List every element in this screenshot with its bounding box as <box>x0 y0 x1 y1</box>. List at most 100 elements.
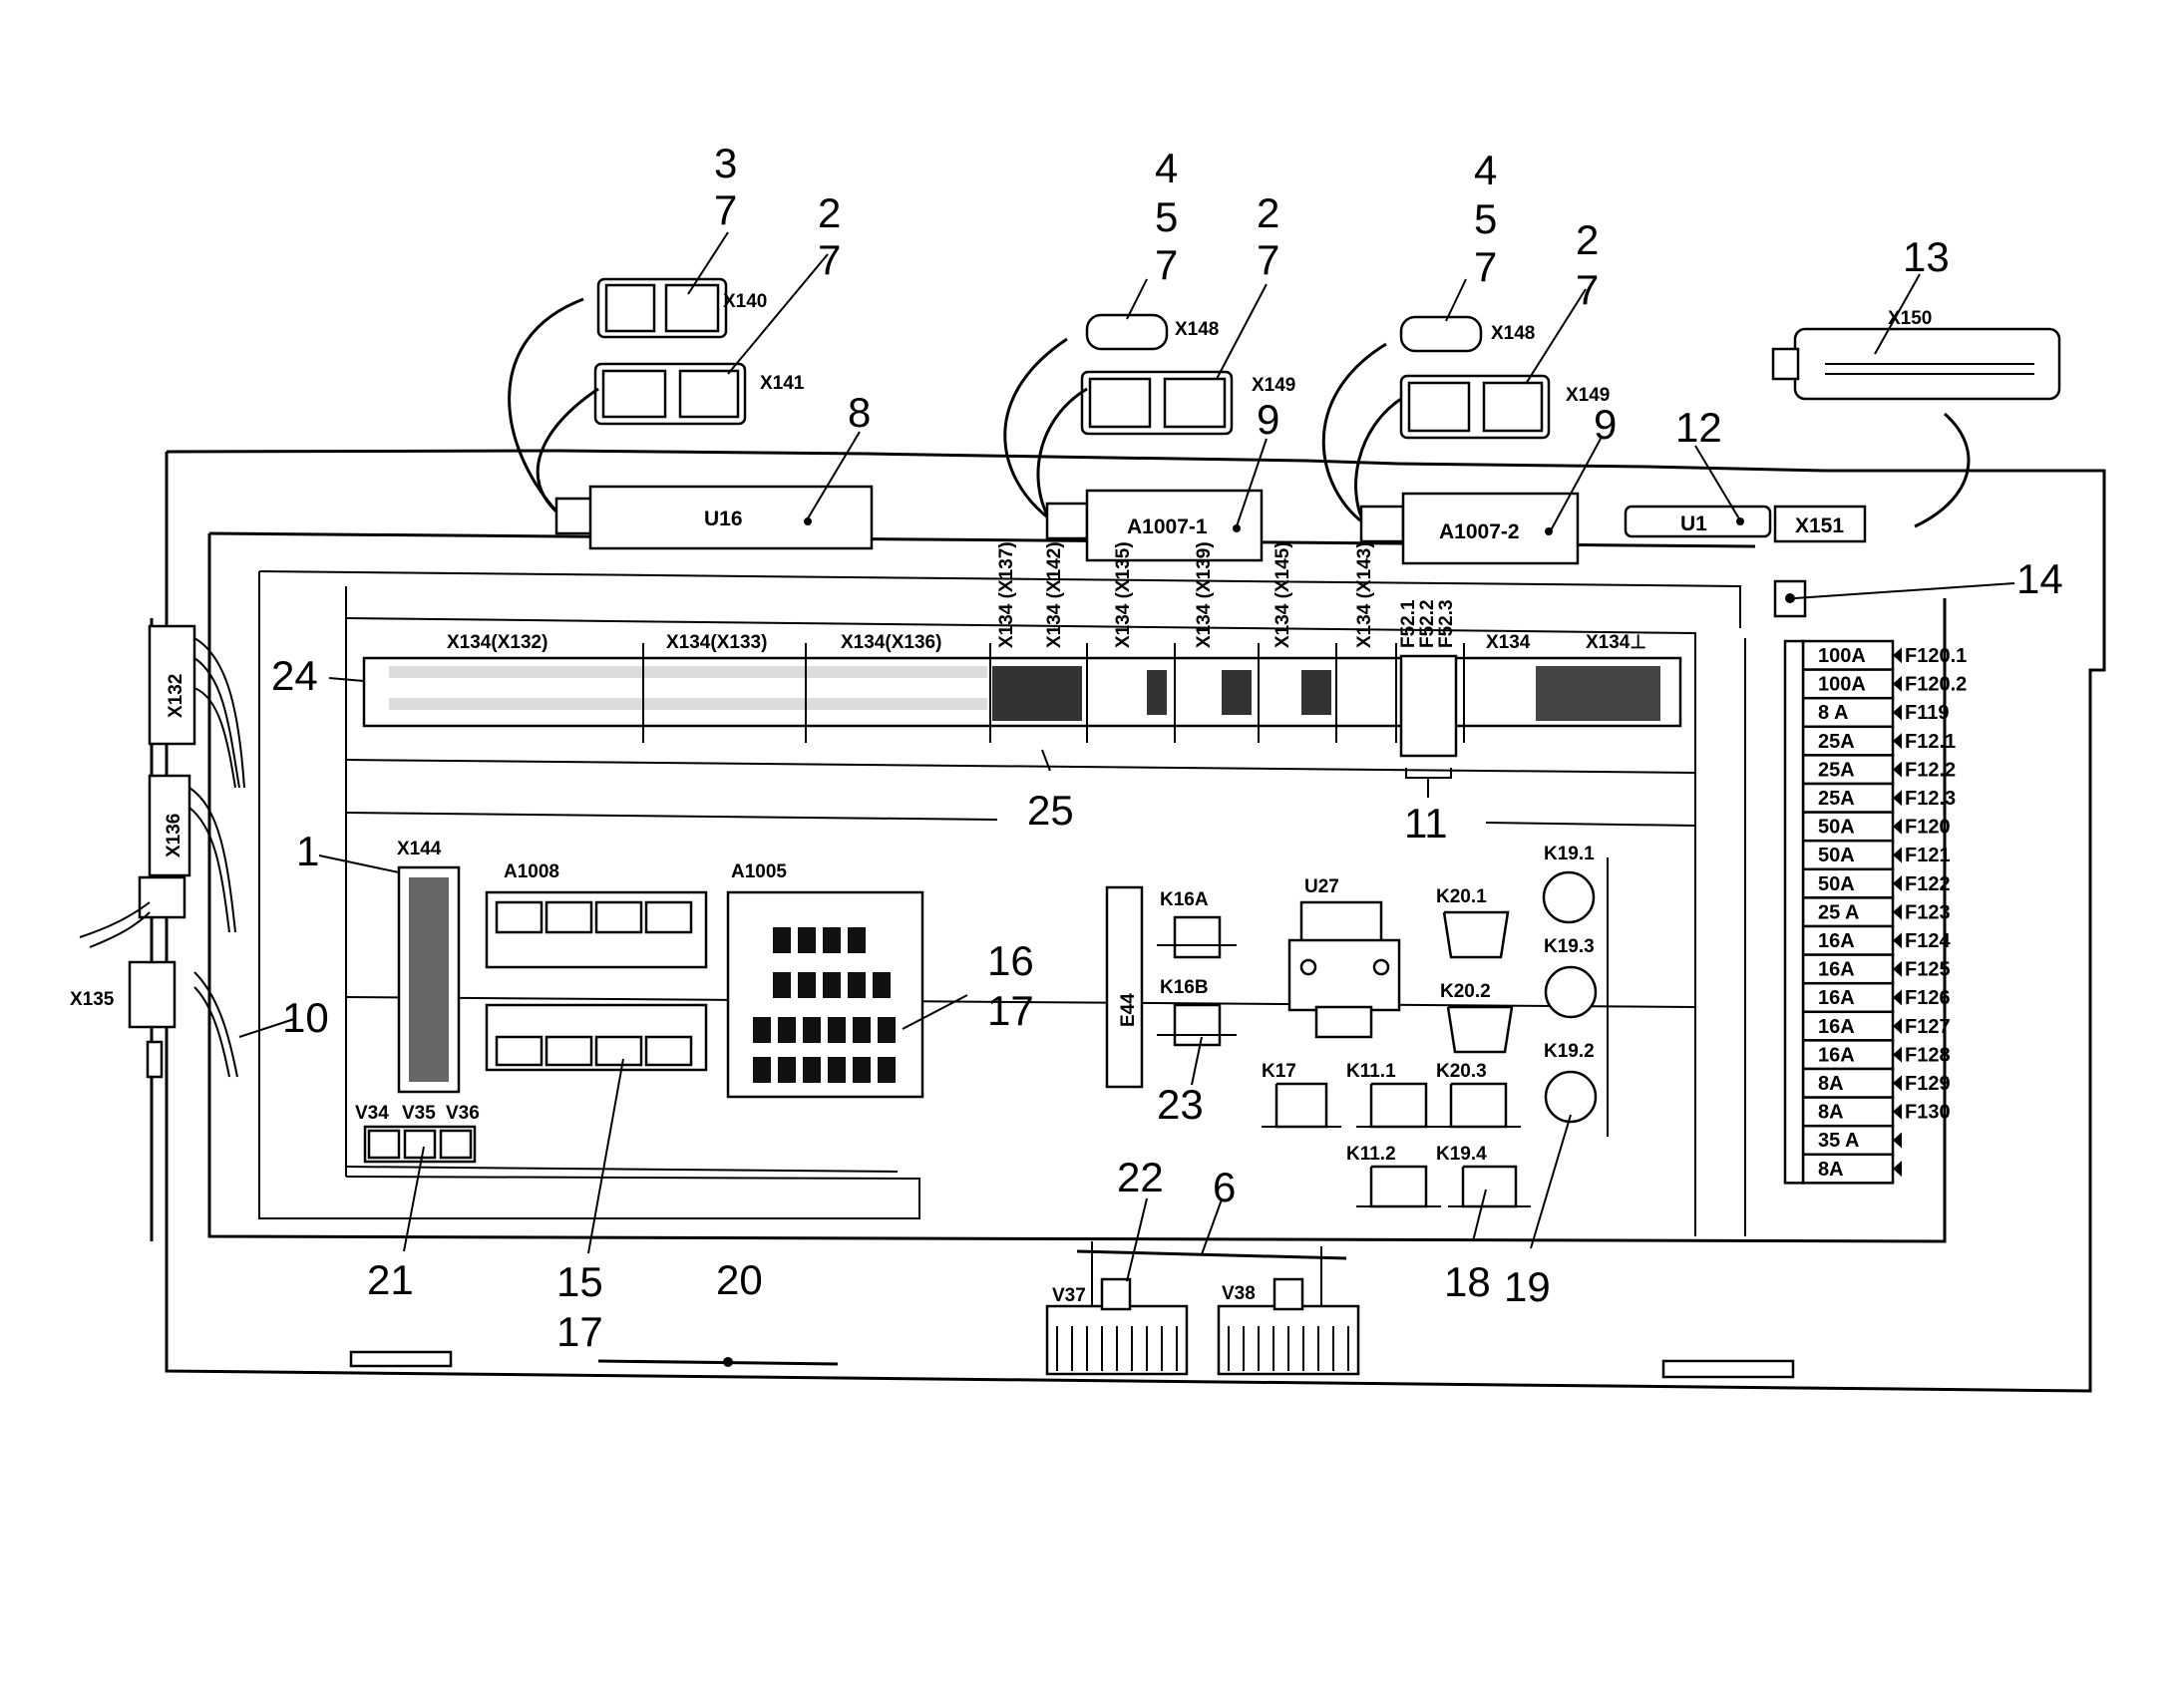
callout-7-d: 7 <box>1257 236 1279 283</box>
x144-label: X144 <box>397 839 442 859</box>
callout-15: 15 <box>556 1258 603 1305</box>
callout-9-b: 9 <box>1594 401 1617 448</box>
x134-label: X134 <box>1486 632 1531 653</box>
callout-19: 19 <box>1504 1263 1551 1310</box>
fuse-name: F120.2 <box>1905 674 1967 696</box>
callout-7-c: 7 <box>1155 241 1178 288</box>
fuse-pointer <box>1893 761 1902 778</box>
fuse-rating: 16A <box>1818 930 1855 952</box>
diodes-v34-v36: V34 V35 V36 <box>355 1103 480 1164</box>
fuse-f126: 16A F126 <box>1801 981 1951 1014</box>
relay-k19-4: K19.4 <box>1436 1144 1531 1208</box>
fuse-name: F129 <box>1905 1073 1951 1095</box>
v34-label: V34 <box>355 1103 389 1124</box>
module-a1007-1: A1007-1 <box>1045 489 1264 562</box>
v37-label: V37 <box>1052 1285 1086 1306</box>
x134-x135-label: X134 (X135) <box>1113 541 1134 648</box>
callout-6: 6 <box>1213 1164 1236 1210</box>
terminal-strip: X134(X132) X134(X133) X134(X136) X134 (X… <box>362 541 1682 798</box>
x134-x143-label: X134 (X143) <box>1354 541 1375 648</box>
fuse-body <box>1801 1039 1895 1071</box>
fuse-rating: 8A <box>1818 1102 1844 1124</box>
fuse-name: F127 <box>1905 1016 1951 1038</box>
relay-k11-2: K11.2 <box>1346 1144 1441 1208</box>
x134-x132-label: X134(X132) <box>447 632 547 653</box>
fuse-name: F126 <box>1905 987 1951 1009</box>
callout-8: 8 <box>848 389 871 436</box>
x148-label-b: X148 <box>1491 323 1535 344</box>
fuse-body <box>1801 839 1895 871</box>
f52-1-label: F52.1 <box>1398 599 1419 648</box>
fuse-rating: 16A <box>1818 1044 1855 1066</box>
callout-14: 14 <box>2016 555 2063 602</box>
fuse-pointer <box>1893 647 1902 664</box>
fuse-rating: 100A <box>1818 674 1866 696</box>
x151-label: X151 <box>1795 514 1844 537</box>
cabinet-frame <box>165 449 2106 1393</box>
module-u1: U1 <box>1624 505 1772 538</box>
fuse-rating: 16A <box>1818 987 1855 1009</box>
rectifier-v38: V38 <box>1217 1277 1360 1376</box>
k20-1-label: K20.1 <box>1436 886 1487 907</box>
x134-end-label: X134⊥ <box>1586 632 1646 653</box>
fuse-rating: 50A <box>1818 817 1855 839</box>
fuse-body <box>1801 782 1895 814</box>
relay-k11-1: K11.1 <box>1346 1061 1441 1129</box>
callout-2-c: 2 <box>1576 216 1599 263</box>
fuse-rating: 8A <box>1818 1073 1844 1095</box>
x134-x142-label: X134 (X142) <box>1044 541 1065 648</box>
fuse-f125: 16A F125 <box>1801 953 1951 985</box>
fuse-body <box>1801 1067 1895 1099</box>
e44-label: E44 <box>1118 993 1139 1027</box>
x150-label: X150 <box>1888 308 1932 329</box>
fuse-name: F121 <box>1905 845 1951 866</box>
f52-2-label: F52.2 <box>1417 599 1438 648</box>
callout-7-f: 7 <box>1576 266 1599 313</box>
callout-1: 1 <box>296 828 319 874</box>
callout-24: 24 <box>271 652 318 699</box>
connector-x141: X141 <box>593 362 805 426</box>
x135-label: X135 <box>70 989 115 1010</box>
fuse-pointer <box>1893 932 1902 949</box>
x134-x145-label: X134 (X145) <box>1272 541 1293 648</box>
fuse-pointer <box>1893 675 1902 692</box>
callout-13: 13 <box>1903 233 1950 280</box>
connector-x149-b: X149 <box>1399 374 1610 440</box>
relay-k16b: K16B <box>1157 977 1237 1047</box>
fuse-name: F128 <box>1905 1044 1951 1066</box>
fuse-name: F125 <box>1905 959 1951 981</box>
fuse-name: F119 <box>1905 702 1949 724</box>
fuse-rating: 25A <box>1818 759 1855 781</box>
fuse-rating: 35 A <box>1818 1130 1860 1152</box>
k20-3-label: K20.3 <box>1436 1061 1487 1082</box>
fuse-rating: 8A <box>1818 1159 1844 1181</box>
v38-label: V38 <box>1222 1283 1256 1304</box>
fuse-rail <box>1783 639 1805 1185</box>
callout-21: 21 <box>367 1256 414 1303</box>
relay-k17: K17 <box>1262 1061 1341 1129</box>
x132-label: X132 <box>166 674 186 718</box>
callout-9-a: 9 <box>1257 396 1279 443</box>
fuse-name: F120.1 <box>1905 645 1967 667</box>
k19-3-label: K19.3 <box>1544 936 1595 957</box>
rectifier-v37: V37 <box>1045 1277 1189 1376</box>
k16a-label: K16A <box>1160 889 1209 910</box>
u1-label: U1 <box>1680 512 1707 535</box>
v36-label: V36 <box>446 1103 480 1124</box>
callout-2-a: 2 <box>818 189 841 236</box>
module-u27: U27 <box>1287 876 1401 1039</box>
fuse-pointer <box>1893 1132 1902 1149</box>
fuse-rating: 16A <box>1818 959 1855 981</box>
fuse-body <box>1801 811 1895 843</box>
callout-22: 22 <box>1117 1154 1164 1200</box>
u16-label: U16 <box>704 508 743 530</box>
